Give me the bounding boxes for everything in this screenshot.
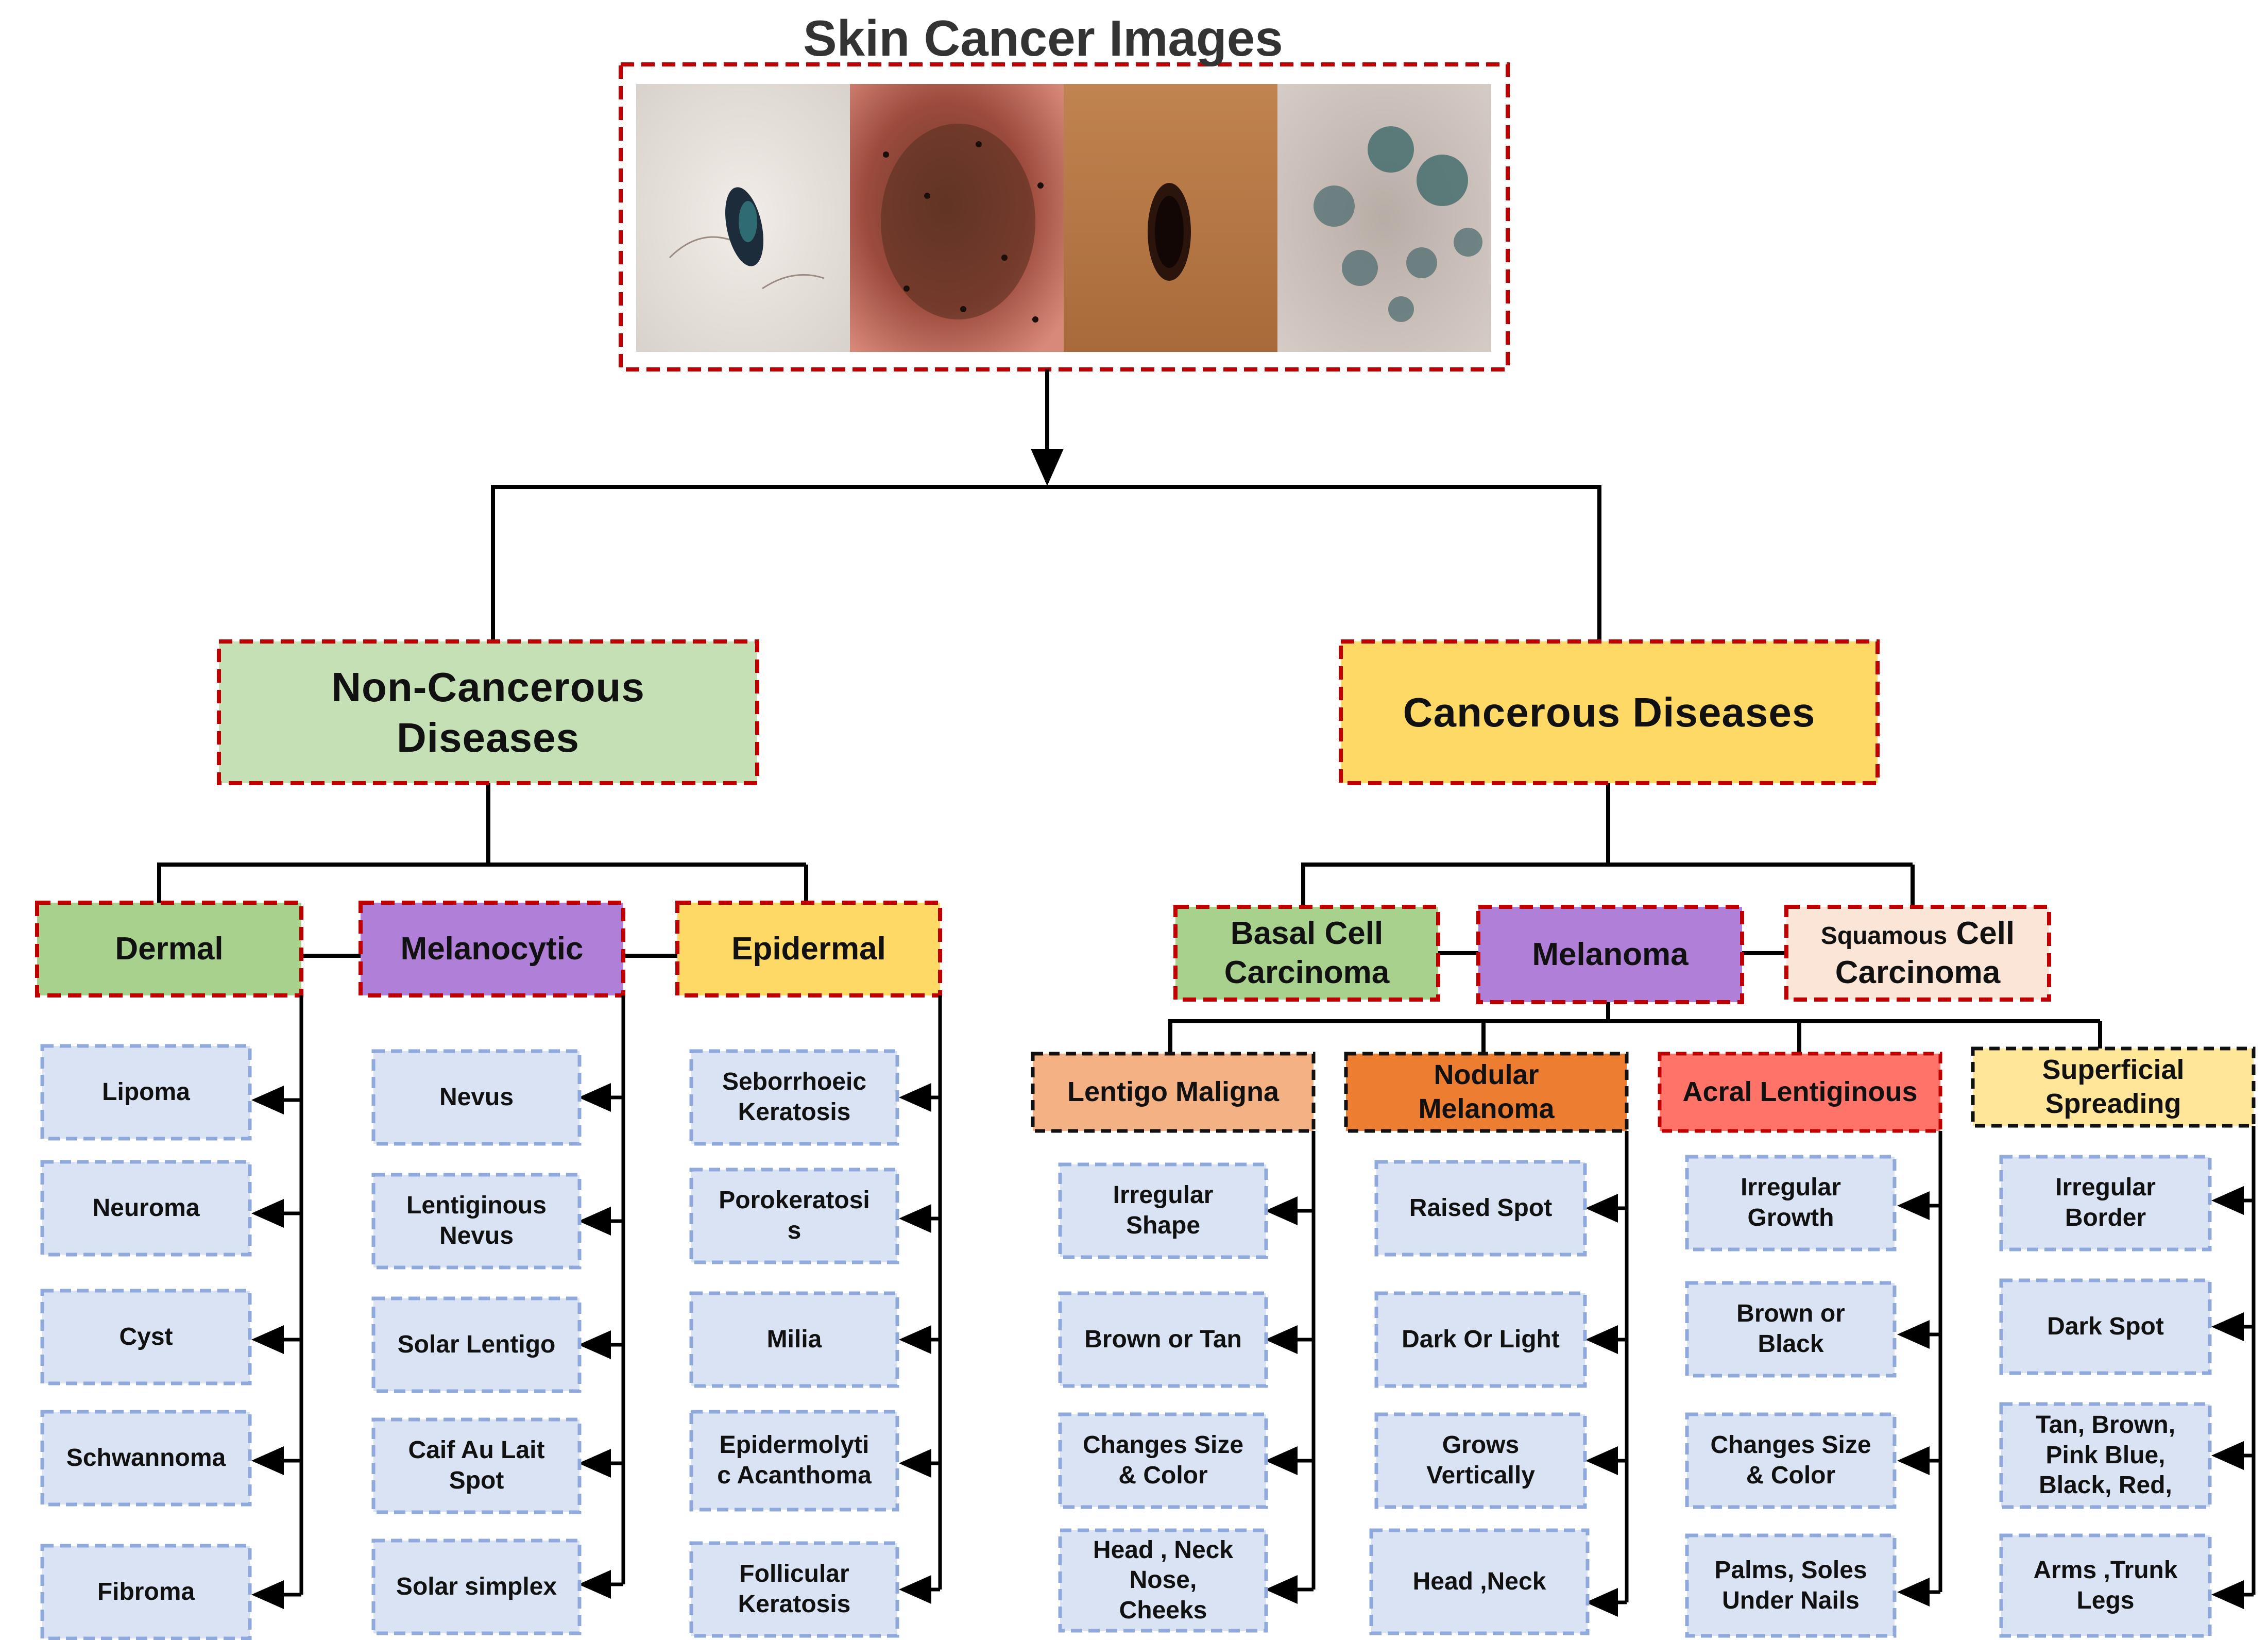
main-connectors (157, 369, 2102, 1054)
leaf-neuroma: Neuroma (92, 1194, 200, 1222)
photo-3 (1064, 84, 1277, 352)
superficial-spreading-box (1971, 1046, 2256, 1128)
basal-cell-label: Basal Cell Carcinoma (1224, 916, 1390, 990)
basal-cell-box (1173, 905, 1440, 1002)
leaf-al-changes-size-color: Changes Size & Color (1710, 1431, 1871, 1489)
leaf-ss-arms-trunk-legs: Arms ,Trunk Legs (2033, 1556, 2178, 1614)
leaf-schwannoma: Schwannoma (66, 1444, 226, 1472)
photo-4 (1277, 84, 1491, 352)
non-cancerous-label: Non-Cancerous Diseases (219, 641, 757, 783)
images-frame (619, 62, 1510, 371)
dermal-label: Dermal (115, 931, 224, 967)
leaf-solar-simplex: Solar simplex (396, 1573, 557, 1600)
leaf-lentiginous-nevus: Lentiginous Nevus (406, 1192, 547, 1249)
lentigo-maligna-label: Lentigo Maligna (1067, 1076, 1279, 1108)
non-cancerous-box (217, 639, 759, 785)
leaf-connectors (251, 995, 2256, 1617)
photo-2 (850, 84, 1064, 352)
leaf-nm-raised-spot: Raised Spot (1409, 1194, 1553, 1222)
lentigo-maligna-box (1031, 1052, 1316, 1133)
leaf-lm-brown-or-tan: Brown or Tan (1084, 1325, 1242, 1353)
diagram-title: Skin Cancer Images (803, 10, 1283, 67)
leaf-seborrhoeic-keratosis: Seborrhoeic Keratosis (722, 1068, 867, 1126)
leaf-epidermolytic-acanthoma: Epidermolyti c Acanthoma (717, 1431, 872, 1489)
melanoma-box (1476, 905, 1744, 1004)
leaf-lm-head-neck: Head , Neck Nose, Cheeks (1093, 1536, 1234, 1624)
cancerous-label: Cancerous Diseases (1403, 689, 1816, 735)
leaf-ss-irregular-border: Irregular Border (2055, 1174, 2156, 1231)
squamous-cell-line1: Squamous Cell (1821, 914, 2015, 953)
squamous-cell-label: Squamous Cell Carcinoma (1786, 907, 2049, 1000)
photo-1 (636, 84, 850, 352)
cancerous-box (1339, 639, 1880, 785)
leaf-nevus: Nevus (439, 1083, 514, 1111)
leaf-al-irregular-growth: Irregular Growth (1741, 1174, 1841, 1231)
leaf-follicular-keratosis: Follicular Keratosis (738, 1560, 851, 1618)
leaf-nm-head-neck: Head ,Neck (1412, 1567, 1546, 1595)
leaf-nm-dark-or-light: Dark Or Light (1402, 1325, 1560, 1353)
melanocytic-box (359, 901, 625, 997)
non-cancerous-line1: Non-Cancerous (331, 664, 645, 710)
leaf-ss-colors: Tan, Brown, Pink Blue, Black, Red, (2035, 1411, 2176, 1499)
nodular-melanoma-label: Nodular Melanoma (1418, 1059, 1555, 1124)
leaf-lm-changes-size-color: Changes Size & Color (1082, 1431, 1244, 1489)
leaf-al-palms-soles: Palms, Soles Under Nails (1714, 1556, 1867, 1614)
nodular-melanoma-box (1344, 1052, 1629, 1133)
leaf-nm-grows-vertically: Grows Vertically (1426, 1431, 1535, 1489)
leaf-cafe-au-lait-spot: Caif Au Lait Spot (408, 1436, 545, 1494)
leaf-al-brown-or-black: Brown or Black (1736, 1300, 1845, 1358)
leaf-boxes (40, 1044, 2212, 1640)
melanocytic-label: Melanocytic (400, 931, 584, 967)
leaf-cyst: Cyst (119, 1323, 173, 1350)
cell-word: Cell (1956, 916, 2015, 952)
superficial-spreading-label: Superficial Spreading (2042, 1054, 2185, 1119)
leaf-fibroma: Fibroma (97, 1578, 195, 1605)
leaf-lm-irregular-shape: Irregular Shape (1113, 1181, 1214, 1239)
melanoma-label: Melanoma (1532, 936, 1689, 972)
leaf-lipoma: Lipoma (102, 1078, 190, 1106)
leaf-ss-dark-spot: Dark Spot (2047, 1312, 2164, 1340)
dermal-box (35, 901, 303, 997)
non-cancerous-line2: Diseases (397, 714, 579, 760)
leaf-milia: Milia (766, 1325, 822, 1353)
carcinoma-word: Carcinoma (1835, 955, 2001, 990)
epidermal-box (675, 901, 942, 997)
acral-lentiginous-label: Acral Lentiginous (1682, 1076, 1918, 1108)
epidermal-label: Epidermal (731, 931, 886, 967)
squamous-cell-box (1784, 905, 2051, 1002)
acral-lentiginous-box (1658, 1052, 1942, 1133)
leaf-solar-lentigo: Solar Lentigo (397, 1330, 556, 1358)
leaf-porokeratosis: Porokeratosi s (719, 1187, 870, 1244)
squamous-word: Squamous (1820, 922, 1948, 950)
